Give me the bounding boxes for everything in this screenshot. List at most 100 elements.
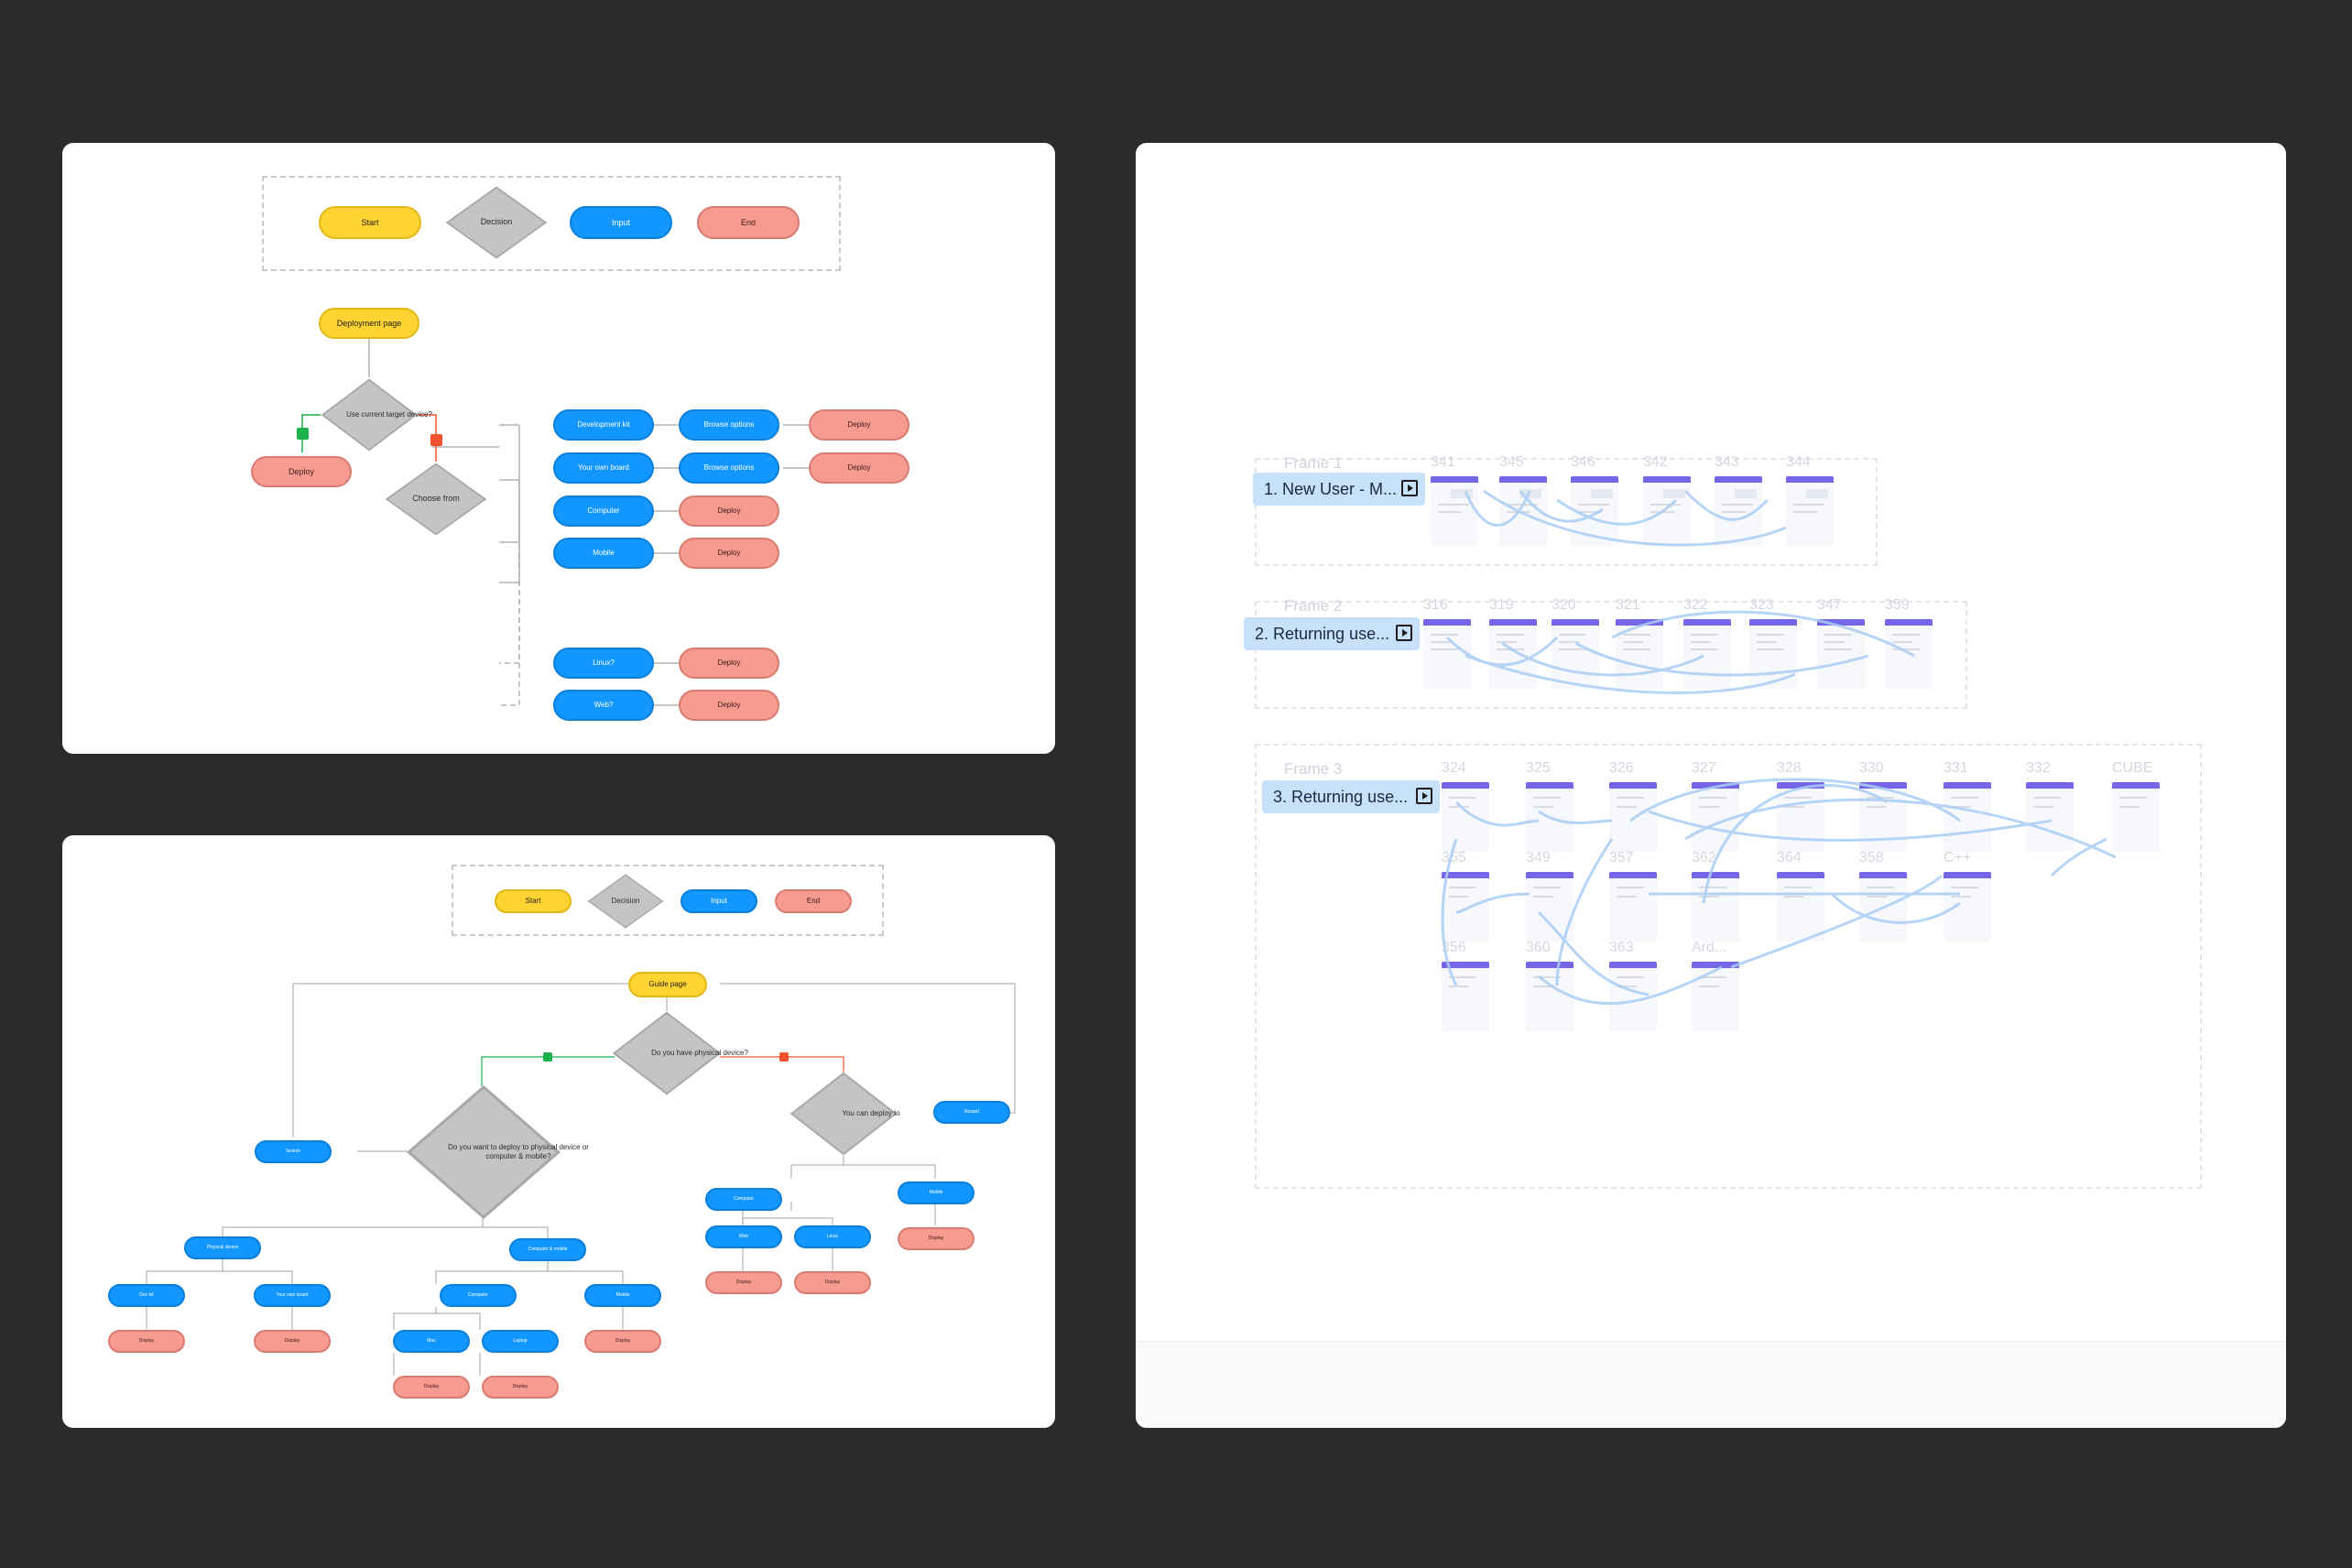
dev-kit-node[interactable]: Dev kit [108, 1284, 185, 1307]
legend-decision-2[interactable]: Decision [587, 874, 664, 929]
play-flow-icon[interactable] [1416, 788, 1432, 804]
flow-chip-3-label: 3. Returning use... [1273, 787, 1409, 806]
development-kit-node[interactable]: Development kit [553, 409, 654, 441]
screen-thumbnail[interactable] [1442, 962, 1489, 1031]
mac-node[interactable]: Mac [393, 1330, 470, 1353]
screen-thumbnail[interactable] [1692, 782, 1739, 852]
your-own-board-node[interactable]: Your own board [553, 452, 654, 484]
flow-chip-2[interactable]: 2. Returning use... [1244, 617, 1420, 650]
use-current-device-decision[interactable]: Use current target device? [321, 378, 432, 452]
flowchart-panel-deployment[interactable]: Start Decision Input End D [62, 143, 1055, 754]
screen-thumbnail[interactable] [1423, 619, 1471, 689]
prototype-flows-panel[interactable]: Frame 1 1. New User - M... 341 345 346 3… [1136, 143, 2286, 1428]
legend-input[interactable]: Input [570, 206, 672, 239]
physical-device-node[interactable]: Physical device [184, 1236, 261, 1259]
guide-page-node[interactable]: Guide page [628, 972, 707, 997]
computer-node-2[interactable]: Computer [440, 1284, 517, 1307]
mobile-node-2[interactable]: Mobile [584, 1284, 661, 1307]
computer-node-3[interactable]: Computer [705, 1188, 782, 1211]
screen-thumbnail[interactable] [1692, 872, 1739, 942]
screen-thumbnail[interactable] [1786, 476, 1834, 546]
display-node-linux[interactable]: Display [794, 1271, 871, 1294]
screen-thumbnail[interactable] [1442, 872, 1489, 942]
screen-thumbnail[interactable] [1692, 962, 1739, 1031]
browse-options-node-2[interactable]: Browse options [679, 452, 779, 484]
mobile-node[interactable]: Mobile [553, 538, 654, 569]
screen-thumbnail[interactable] [1499, 476, 1547, 546]
screen-thumbnail[interactable] [1859, 872, 1907, 942]
want-deploy-decision[interactable]: Do you want to deploy to physical device… [406, 1084, 589, 1220]
screen-thumbnail[interactable] [1777, 872, 1824, 942]
screen-thumbnail[interactable] [1609, 962, 1657, 1031]
screen-thumbnail[interactable] [1643, 476, 1691, 546]
legend-start[interactable]: Start [319, 206, 421, 239]
deploy-node-linux[interactable]: Deploy [679, 648, 779, 679]
linux-node[interactable]: Linux? [553, 648, 654, 679]
choose-from-decision[interactable]: Choose from [385, 463, 487, 536]
play-flow-icon[interactable] [1396, 625, 1412, 641]
screen-thumbnail[interactable] [1526, 872, 1573, 942]
screen-thumbnail[interactable] [1683, 619, 1731, 689]
flow-chip-1[interactable]: 1. New User - M... [1253, 473, 1425, 506]
screen-thumbnail[interactable] [1749, 619, 1797, 689]
laptop-node[interactable]: Laptop [482, 1330, 559, 1353]
display-node-mac[interactable]: Display [393, 1376, 470, 1399]
screen-thumbnail[interactable] [2026, 782, 2074, 852]
legend-end-2[interactable]: End [775, 889, 852, 913]
display-node-web[interactable]: Display [705, 1271, 782, 1294]
deployment-page-node[interactable]: Deployment page [319, 308, 419, 339]
display-node-laptop[interactable]: Display [482, 1376, 559, 1399]
web-node[interactable]: Web? [553, 690, 654, 721]
screen-number: 345 [1499, 454, 1524, 470]
display-node-1[interactable]: Display [108, 1330, 185, 1353]
browse-options-node-1[interactable]: Browse options [679, 409, 779, 441]
screen-thumbnail[interactable] [1944, 782, 1991, 852]
have-physical-device-decision[interactable]: Do you have physical device? [612, 1011, 748, 1095]
play-flow-icon[interactable] [1401, 480, 1418, 496]
deploy-left-node[interactable]: Deploy [251, 456, 352, 487]
screen-thumbnail[interactable] [1817, 619, 1865, 689]
can-deploy-decision[interactable]: You can deploy to [789, 1072, 900, 1156]
search-node[interactable]: Search [255, 1140, 332, 1163]
display-node-mobile-2[interactable]: Display [898, 1227, 975, 1250]
legend-decision[interactable]: Decision [445, 186, 548, 259]
screen-thumbnail[interactable] [1859, 782, 1907, 852]
screen-number: 356 [1442, 940, 1466, 955]
deploy-node-web[interactable]: Deploy [679, 690, 779, 721]
screen-thumbnail[interactable] [1526, 962, 1573, 1031]
screen-thumbnail[interactable] [1526, 782, 1573, 852]
display-node-2[interactable]: Display [254, 1330, 331, 1353]
deploy-node-computer[interactable]: Deploy [679, 495, 779, 527]
screen-thumbnail[interactable] [1885, 619, 1933, 689]
deploy-node-devkit[interactable]: Deploy [809, 409, 909, 441]
screen-thumbnail[interactable] [1777, 782, 1824, 852]
screen-thumbnail[interactable] [1489, 619, 1537, 689]
screen-thumbnail[interactable] [1944, 872, 1991, 942]
legend-end[interactable]: End [697, 206, 800, 239]
linux-node-2[interactable]: Linux [794, 1225, 871, 1248]
screen-thumbnail[interactable] [1571, 476, 1618, 546]
flowchart-panel-guide[interactable]: Start Decision Input End [62, 835, 1055, 1428]
web-node-2[interactable]: Web [705, 1225, 782, 1248]
computer-node[interactable]: Computer [553, 495, 654, 527]
screen-thumbnail[interactable] [1609, 872, 1657, 942]
deploy-node-board[interactable]: Deploy [809, 452, 909, 484]
legend-input-2[interactable]: Input [681, 889, 757, 913]
frame-1-box [1255, 458, 1878, 566]
deploy-node-mobile[interactable]: Deploy [679, 538, 779, 569]
screen-thumbnail[interactable] [1715, 476, 1762, 546]
mobile-node-3[interactable]: Mobile [898, 1181, 975, 1204]
screen-thumbnail[interactable] [2112, 782, 2160, 852]
restart-node[interactable]: Restart [933, 1101, 1010, 1124]
screen-thumbnail[interactable] [1431, 476, 1478, 546]
display-node-mobile[interactable]: Display [584, 1330, 661, 1353]
computer-mobile-node[interactable]: Computer & mobile [509, 1238, 586, 1261]
legend-start-2[interactable]: Start [495, 889, 572, 913]
your-own-board-node-2[interactable]: Your own board [254, 1284, 331, 1307]
screen-thumbnail[interactable] [1442, 782, 1489, 852]
yes-tag [297, 428, 309, 440]
flow-chip-3[interactable]: 3. Returning use... [1262, 780, 1440, 813]
screen-thumbnail[interactable] [1616, 619, 1663, 689]
screen-thumbnail[interactable] [1609, 782, 1657, 852]
screen-thumbnail[interactable] [1552, 619, 1599, 689]
